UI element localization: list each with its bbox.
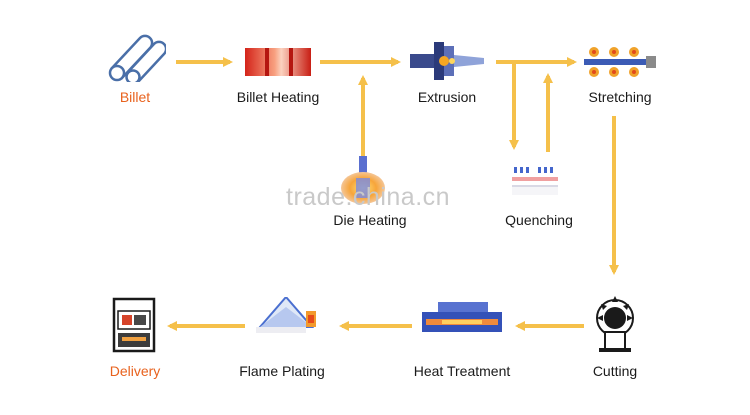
stretching-icon (584, 47, 656, 77)
step-label-stretching: Stretching (588, 89, 652, 105)
step-label-die-heating: Die Heating (333, 212, 407, 228)
cutting-icon (596, 296, 634, 352)
step-label-quenching: Quenching (505, 212, 573, 228)
heating-icon (245, 48, 311, 76)
step-label-delivery: Delivery (109, 363, 161, 379)
step-label-extrusion: Extrusion (417, 89, 477, 105)
extrusion-icon (410, 42, 484, 80)
step-label-billet: Billet (119, 89, 151, 105)
billet-icon (108, 34, 166, 82)
heat-treatment-icon (422, 302, 502, 332)
delivery-icon (112, 297, 156, 353)
die-heating-icon (341, 156, 385, 204)
quenching-icon (512, 167, 558, 195)
step-label-billet-heating: Billet Heating (236, 89, 320, 105)
step-label-flame-plating: Flame Plating (239, 363, 325, 379)
watermark-text: trade.china.cn (286, 183, 451, 211)
step-label-heat-treatment: Heat Treatment (413, 363, 511, 379)
step-label-cutting: Cutting (592, 363, 638, 379)
flame-plating-icon (256, 297, 316, 333)
